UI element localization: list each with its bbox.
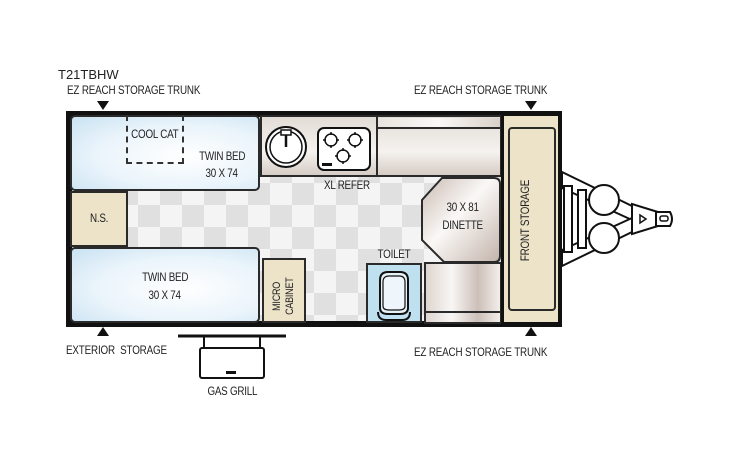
twin-bed-top[interactable] [70, 115, 260, 191]
gas-grill-label: GAS GRILL [207, 384, 257, 398]
hitch-tongue-icon [561, 170, 673, 268]
storage-trunk-label-top-right: EZ REACH STORAGE TRUNK [414, 83, 548, 97]
stove-icon [317, 127, 371, 171]
nightstand-label: N.S. [89, 211, 109, 225]
cool-cat-label: COOL CAT [131, 127, 179, 141]
exterior-storage-label: EXTERIOR STORAGE [66, 343, 167, 357]
arrow-up-icon [97, 327, 109, 336]
twin-bed-bottom-label: TWIN BED 30 X 74 [141, 270, 189, 302]
arrow-down-icon [97, 101, 109, 110]
toilet-label: TOILET [377, 247, 411, 261]
arrow-down-icon [525, 101, 537, 110]
twin-bed-bottom[interactable] [70, 247, 260, 323]
refer-shelf [378, 118, 500, 129]
dinette-bench [424, 262, 502, 324]
toilet-icon [377, 271, 411, 321]
dinette-table[interactable] [420, 176, 502, 264]
sink-icon [265, 126, 307, 168]
bench-line [426, 311, 500, 313]
front-storage-label: FRONT STORAGE [518, 179, 532, 261]
nightstand [70, 191, 128, 247]
refer-label: XL REFER [324, 178, 370, 192]
micro-cabinet [262, 258, 306, 323]
storage-trunk-label-top-left: EZ REACH STORAGE TRUNK [67, 83, 201, 97]
storage-trunk-label-bottom-right: EZ REACH STORAGE TRUNK [414, 345, 548, 359]
arrow-up-icon [525, 327, 537, 336]
dinette-label: 30 X 81 DINETTE [442, 200, 484, 232]
gas-grill-icon [178, 334, 286, 379]
model-number: T21TBHW [58, 67, 119, 82]
front-storage[interactable] [508, 127, 556, 311]
micro-cabinet-label: MICRO CABINET [271, 277, 296, 315]
cool-cat-outline [126, 115, 184, 164]
twin-bed-top-label: TWIN BED 30 X 74 [198, 149, 246, 180]
